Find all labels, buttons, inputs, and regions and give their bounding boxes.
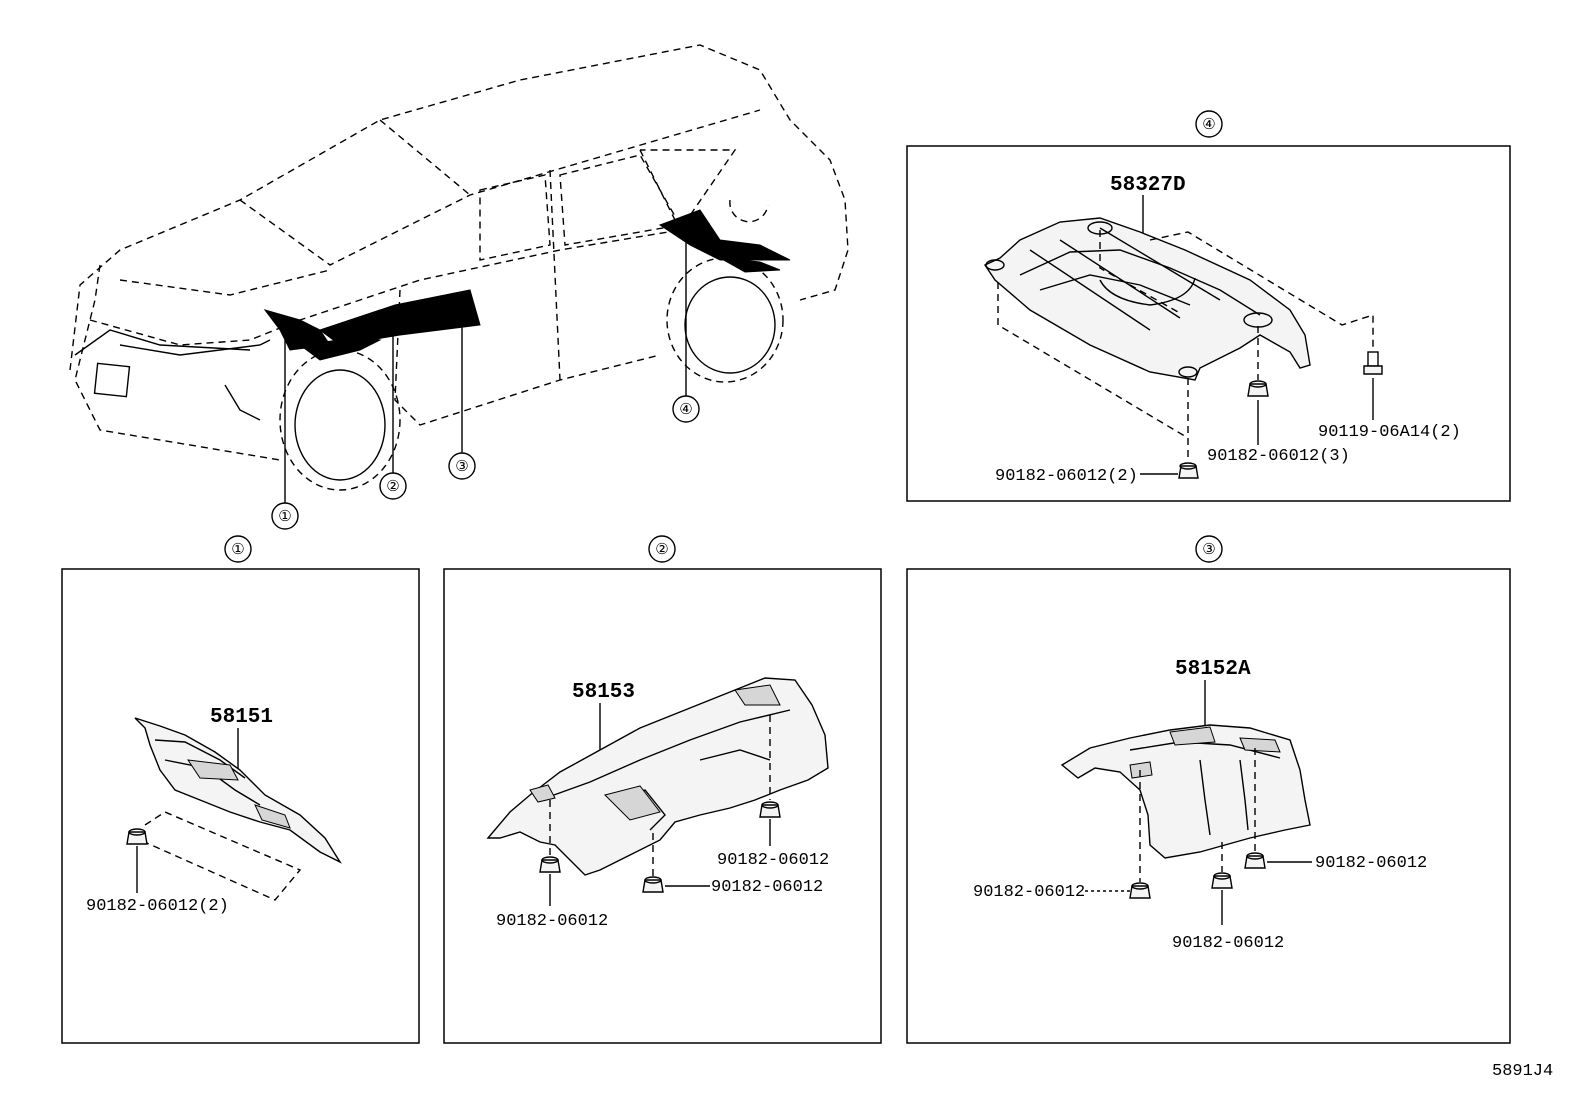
overview-callouts: ① ② ③ ④: [271, 230, 700, 530]
callout-2: ②: [386, 477, 399, 495]
clip-nut-icon: [1247, 380, 1269, 397]
panel-4-marker: ④: [1202, 115, 1215, 133]
panel-4: ④ 58327D: [906, 110, 1511, 502]
panel-4-fastener-nut-2: 90182-06012(2): [995, 467, 1138, 486]
panel-2: ② 58153 90182-06012 90182-06012: [443, 535, 882, 1044]
panel-1-frame: [61, 568, 420, 1044]
clip-nut-icon: [539, 856, 561, 873]
bolt-icon: [1363, 351, 1383, 375]
panel-3: ③ 58152A 90182-06012 90182-06012: [906, 535, 1511, 1044]
panel-4-frame: [906, 145, 1511, 502]
panel-1-fastener: 90182-06012(2): [86, 897, 229, 916]
panel-3-fastener-bottom: 90182-06012: [1172, 934, 1284, 953]
clip-nut-icon: [1129, 882, 1151, 899]
panel-2-fastener-right: 90182-06012: [717, 851, 829, 870]
clip-nut-icon: [126, 828, 148, 845]
panel-4-fastener-nut-3: 90182-06012(3): [1207, 447, 1350, 466]
callout-4: ④: [679, 400, 692, 418]
diagram-code: 5891J4: [1492, 1062, 1553, 1081]
panel-2-shield: [486, 677, 829, 876]
callout-3: ③: [455, 457, 468, 475]
panel-1: ① 58151 90182-06012(2): [61, 535, 420, 1044]
callout-1: ①: [278, 507, 291, 525]
panel-4-part-number: 58327D: [1110, 174, 1186, 197]
clip-nut-icon: [1178, 462, 1199, 479]
panel-4-shield: [983, 217, 1311, 381]
clip-nut-icon: [759, 801, 781, 818]
panel-3-frame: [906, 568, 1511, 1044]
panel-3-fastener-left: 90182-06012: [973, 883, 1085, 902]
panel-2-fastener-left: 90182-06012: [496, 912, 608, 931]
panel-3-fastener-right: 90182-06012: [1315, 854, 1427, 873]
clip-nut-icon: [1211, 872, 1233, 889]
panel-3-part-number: 58152A: [1175, 658, 1251, 681]
panel-2-fastener-mid: 90182-06012: [711, 878, 823, 897]
panel-1-part-number: 58151: [210, 706, 273, 729]
panel-2-part-number: 58153: [572, 681, 635, 704]
clip-nut-icon: [642, 876, 664, 893]
panel-1-marker: ①: [231, 540, 244, 558]
panel-2-frame: [443, 568, 882, 1044]
clip-nut-icon: [1244, 852, 1266, 869]
panel-2-marker: ②: [655, 540, 668, 558]
panel-3-marker: ③: [1202, 540, 1215, 558]
vehicle-overview: [69, 44, 849, 491]
panel-4-fastener-bolt: 90119-06A14(2): [1318, 423, 1461, 442]
